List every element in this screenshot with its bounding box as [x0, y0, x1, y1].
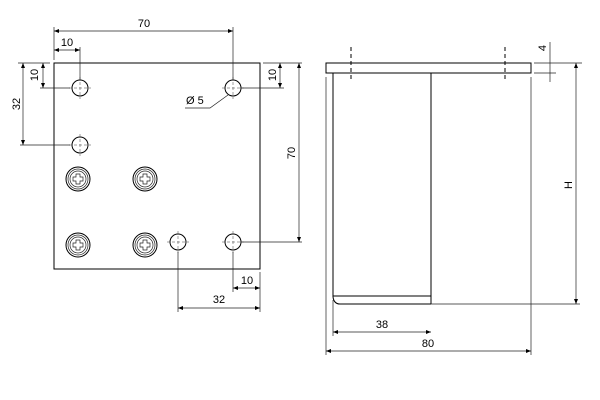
mounting-hole [166, 230, 190, 254]
dim-height: H [563, 181, 575, 189]
screw-icon [132, 166, 158, 192]
mounting-hole [221, 76, 245, 100]
leg-body [332, 73, 432, 305]
dim-total-width: 80 [422, 338, 434, 350]
dim-hole-spacing-horizontal: 32 [213, 294, 225, 306]
screw-icon [65, 232, 91, 258]
furniture-leg-side-view: H 4 38 80 [325, 42, 582, 355]
dim-hole-spacing-vertical: 32 [11, 98, 23, 110]
dim-leg-width: 38 [376, 319, 388, 331]
screw-icon [132, 232, 158, 258]
dim-height-holes: 70 [286, 147, 298, 159]
mounting-hole [221, 230, 245, 254]
dim-edge-y-left: 10 [29, 69, 41, 81]
screw-icon [65, 166, 91, 192]
dim-edge-y-right: 10 [267, 69, 279, 81]
dim-plate-thickness: 4 [537, 45, 549, 51]
mounting-hole [68, 133, 92, 157]
plate-outline [53, 62, 261, 270]
dim-edge-bottom-right: 10 [241, 275, 253, 287]
mounting-hole [68, 76, 92, 100]
hole-diameter-label: Ø 5 [186, 95, 204, 107]
dim-edge-x: 10 [61, 37, 73, 49]
mounting-plate-top-view: 70 10 10 32 10 70 10 32 Ø 5 [11, 18, 302, 312]
plate-profile [325, 62, 532, 74]
dim-width-holes: 70 [138, 18, 150, 30]
hole-diameter-leader [185, 94, 229, 109]
